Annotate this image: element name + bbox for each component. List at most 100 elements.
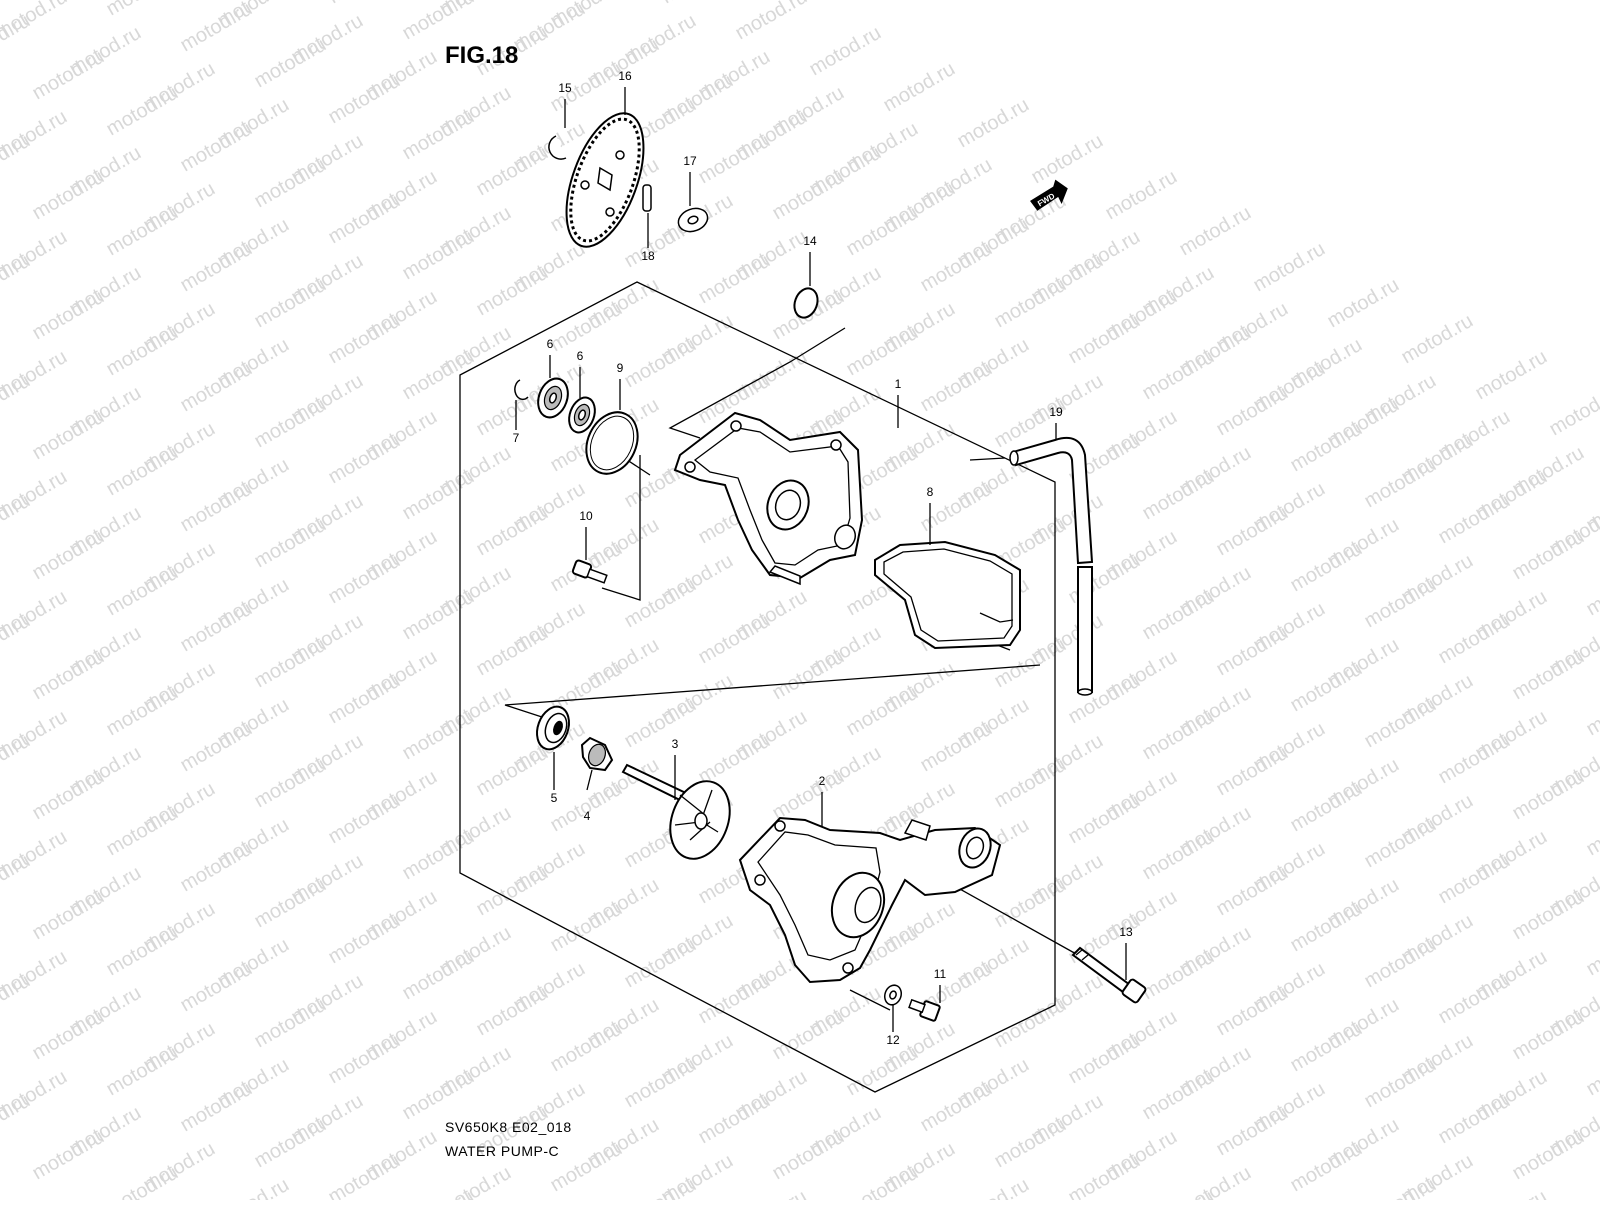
callout-number: 6 <box>577 349 584 363</box>
model-code: SV650K8 E02_018 <box>445 1119 572 1135</box>
watermark-text: motod.ru <box>991 1114 1070 1173</box>
watermark-text: motod.ru <box>29 406 108 465</box>
watermark-text: motod.ru <box>251 754 330 813</box>
watermark-text: motod.ru <box>1361 574 1440 633</box>
watermark-text: motod.ru <box>843 1162 922 1200</box>
callout-number: 3 <box>672 737 679 751</box>
watermark-text: motod.ru <box>399 1066 478 1125</box>
watermark-text: motod.ru <box>103 442 182 501</box>
watermark-text: motod.ru <box>103 802 182 861</box>
watermark-text: motod.ru <box>1435 850 1514 909</box>
watermark-text: motod.ru <box>325 0 404 8</box>
watermark-text: motod.ru <box>1435 970 1514 1029</box>
watermark-text: motod.ru <box>621 334 700 393</box>
watermark-text: motod.ru <box>954 94 1033 153</box>
watermark-text: motod.ru <box>29 46 108 105</box>
sealing-washer-part <box>882 983 904 1007</box>
watermark-text: motod.ru <box>1213 502 1292 561</box>
watermark-text: motod.ru <box>177 0 256 56</box>
watermark-text: motod.ru <box>325 430 404 489</box>
callout-number: 18 <box>641 249 655 263</box>
watermark-text: motod.ru <box>473 862 552 921</box>
watermark-text: motod.ru <box>991 754 1070 813</box>
watermark-text: motod.ru <box>1361 934 1440 993</box>
watermark-text: motod.ru <box>1546 382 1600 441</box>
watermark-text: motod.ru <box>325 190 404 249</box>
watermark-text: motod.ru <box>1139 946 1218 1005</box>
watermark-text: motod.ru <box>695 1090 774 1149</box>
watermark-text: motod.ru <box>547 1018 626 1077</box>
watermark-text: motod.ru <box>1065 790 1144 849</box>
watermark-text: motod.ru <box>325 310 404 369</box>
watermark-text: motod.ru <box>177 238 256 297</box>
watermark-text: motod.ru <box>103 0 182 20</box>
watermark-text: motod.ru <box>547 778 626 837</box>
watermark-text: motod.ru <box>251 1114 330 1173</box>
watermark-text: motod.ru <box>473 142 552 201</box>
watermark-text: motod.ru <box>1213 1102 1292 1161</box>
watermark-text: motod.ru <box>473 982 552 1041</box>
watermark-text: motod.ru <box>1176 202 1255 261</box>
watermark-text: motod.ru <box>325 1150 404 1200</box>
watermark-text: motod.ru <box>399 346 478 405</box>
watermark-text: motod.ru <box>399 586 478 645</box>
watermark-text: motod.ru <box>1139 1186 1218 1200</box>
watermark-text: motod.ru <box>251 874 330 933</box>
watermark-text: motod.ru <box>1065 310 1144 369</box>
callout-number: 11 <box>934 967 947 981</box>
watermark-text: motod.ru <box>1139 1066 1218 1125</box>
watermark-text: motod.ru <box>1065 910 1144 969</box>
watermark-text: motod.ru <box>769 1126 848 1185</box>
watermark-text: motod.ru <box>1361 454 1440 513</box>
watermark-text: motod.ru <box>1287 418 1366 477</box>
watermark-text: motod.ru <box>1213 862 1292 921</box>
watermark-text: motod.ru <box>1361 1054 1440 1113</box>
watermark-text: motod.ru <box>1472 1186 1551 1200</box>
watermark-text: motod.ru <box>399 946 478 1005</box>
watermark-text: motod.ru <box>1176 1162 1255 1200</box>
watermark-text: motod.ru <box>1065 550 1144 609</box>
watermark-text: motod.ru <box>251 514 330 573</box>
watermark-text: motod.ru <box>1028 130 1107 189</box>
watermark-text: motod.ru <box>251 34 330 93</box>
watermark-text: motod.ru <box>991 274 1070 333</box>
watermark-text: motod.ru <box>1509 526 1588 585</box>
watermark-text: motod.ru <box>1583 682 1600 741</box>
watermark-text: motod.ru <box>880 58 959 117</box>
watermark-text: motod.ru <box>1139 706 1218 765</box>
callout-number: 17 <box>683 154 697 168</box>
watermark-text: motod.ru <box>1213 982 1292 1041</box>
dowel-pin-part <box>643 185 651 211</box>
mechanical-seal-part <box>582 738 612 770</box>
watermark-text: motod.ru <box>177 838 256 897</box>
callout-number: 14 <box>803 234 817 248</box>
watermark-text: motod.ru <box>103 82 182 141</box>
callout-number: 8 <box>927 485 934 499</box>
watermark-text: motod.ru <box>103 322 182 381</box>
watermark-text: motod.ru <box>1139 466 1218 525</box>
watermark-text: motod.ru <box>1287 1018 1366 1077</box>
callout-number: 12 <box>886 1033 900 1047</box>
watermark-text: motod.ru <box>1509 886 1588 945</box>
watermark-text: motod.ru <box>769 1006 848 1065</box>
watermark-text: motod.ru <box>29 1006 108 1065</box>
watermark-text: motod.ru <box>695 610 774 669</box>
watermark-text: motod.ru <box>103 682 182 741</box>
watermark-text: motod.ru <box>1324 274 1403 333</box>
callout-number: 9 <box>617 361 624 375</box>
watermark-text: motod.ru <box>436 1162 515 1200</box>
callout-number: 5 <box>551 791 558 805</box>
watermark-text: motod.ru <box>695 250 774 309</box>
watermark-text: motod.ru <box>1250 238 1329 297</box>
watermark-text: motod.ru <box>1102 166 1181 225</box>
watermark-text: motod.ru <box>917 238 996 297</box>
watermark-text: motod.ru <box>103 202 182 261</box>
watermark-text: motod.ru <box>1139 826 1218 885</box>
watermark-text: motod.ru <box>547 298 626 357</box>
watermark-text: motod.ru <box>325 1030 404 1089</box>
watermark-text: motod.ru <box>1435 1090 1514 1149</box>
watermark-text: motod.ru <box>843 1042 922 1101</box>
watermark-text: motod.ru <box>325 910 404 969</box>
watermark-text: motod.ru <box>1509 646 1588 705</box>
watermark-text: motod.ru <box>177 358 256 417</box>
